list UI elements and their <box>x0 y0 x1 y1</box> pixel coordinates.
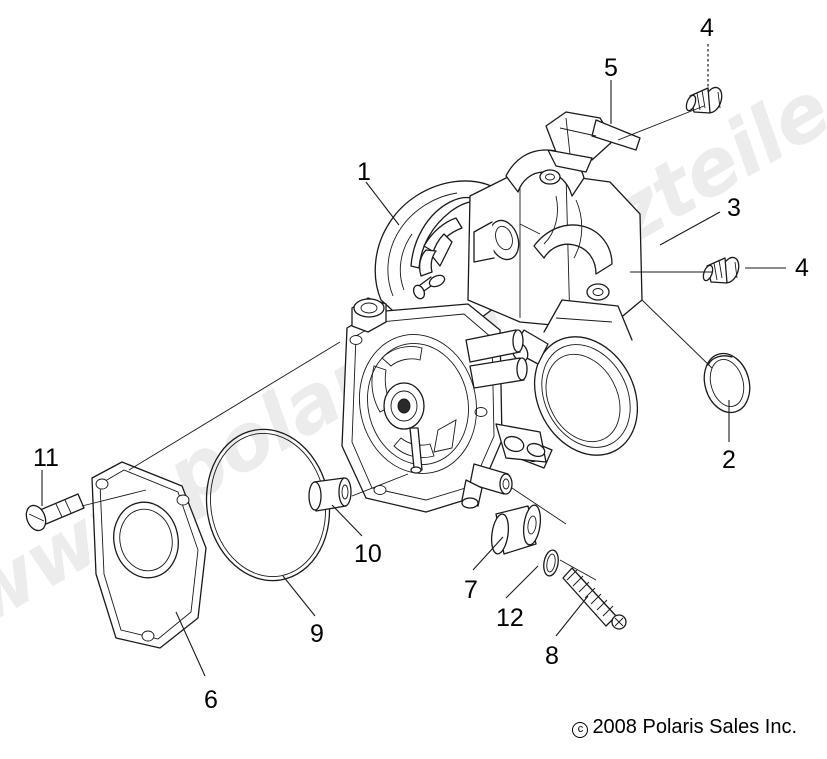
throttle-body-assembly <box>341 149 643 513</box>
callout-6: 6 <box>204 686 218 714</box>
throttle-position-sensor-part5 <box>545 111 641 173</box>
callout-11: 11 <box>33 444 59 472</box>
spacer-bushing-part7 <box>490 504 542 555</box>
callout-5: 5 <box>604 54 618 82</box>
copyright-symbol-icon: c <box>572 722 589 738</box>
callout-3: 3 <box>727 194 741 222</box>
callout-1: 1 <box>357 158 371 186</box>
side-outlets <box>461 329 528 509</box>
adapter-flange-part6 <box>91 461 207 649</box>
callout-7: 7 <box>464 576 478 604</box>
callout-4-upper: 4 <box>700 14 714 42</box>
callout-4-lower: 4 <box>795 254 809 282</box>
callout-9: 9 <box>310 620 324 648</box>
flange-bolt-upper-part4 <box>685 86 723 114</box>
flat-washer-part12 <box>543 549 559 577</box>
mounting-screw-part11 <box>25 493 85 532</box>
flange-bolt-lower-part4 <box>702 256 740 284</box>
cover-flange <box>341 297 503 513</box>
callout-12: 12 <box>496 604 524 632</box>
long-screw-part8 <box>562 567 627 630</box>
copyright-text: 2008 Polaris Sales Inc. <box>592 716 797 738</box>
o-ring-part2 <box>703 352 751 414</box>
leader-lines <box>41 44 786 677</box>
sleeve-bushing-part10 <box>308 477 352 512</box>
callout-10: 10 <box>354 540 382 568</box>
callout-2: 2 <box>722 446 736 474</box>
callout-8: 8 <box>545 642 559 670</box>
